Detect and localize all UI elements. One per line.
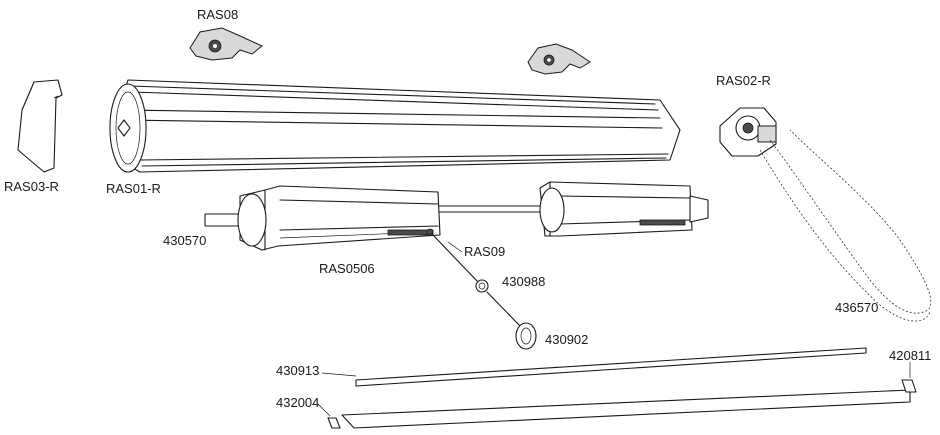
label-430902: 430902 xyxy=(545,332,588,347)
leader-430913 xyxy=(321,372,357,377)
label-430570: 430570 xyxy=(163,233,206,248)
bracket-ras08-right xyxy=(527,43,591,75)
cord-ras09 xyxy=(431,233,537,350)
label-436570: 436570 xyxy=(835,300,878,315)
label-ras0506: RAS0506 xyxy=(319,261,375,276)
bracket-ras08-left xyxy=(189,27,263,61)
leader-432004 xyxy=(317,403,331,417)
bottom-bar-432004 xyxy=(327,379,917,429)
spring-assembly-ras0506 xyxy=(204,185,546,251)
label-ras08: RAS08 xyxy=(197,7,238,22)
end-cap-ras03r xyxy=(17,79,63,173)
label-ras09: RAS09 xyxy=(464,244,505,259)
leader-ras09 xyxy=(447,241,463,253)
label-ras02r: RAS02-R xyxy=(716,73,771,88)
label-ras01r: RAS01-R xyxy=(106,181,161,196)
label-430988: 430988 xyxy=(502,274,545,289)
label-432004: 432004 xyxy=(276,395,319,410)
label-ras03r: RAS03-R xyxy=(4,179,59,194)
chain-drive-ras02r xyxy=(719,107,777,157)
strip-430913 xyxy=(355,347,867,387)
roller-tube-ras01r xyxy=(109,79,681,173)
label-430913: 430913 xyxy=(276,363,319,378)
label-420811: 420811 xyxy=(889,348,931,363)
bead-chain-436570 xyxy=(759,129,932,322)
spring-assembly-right xyxy=(539,181,709,237)
